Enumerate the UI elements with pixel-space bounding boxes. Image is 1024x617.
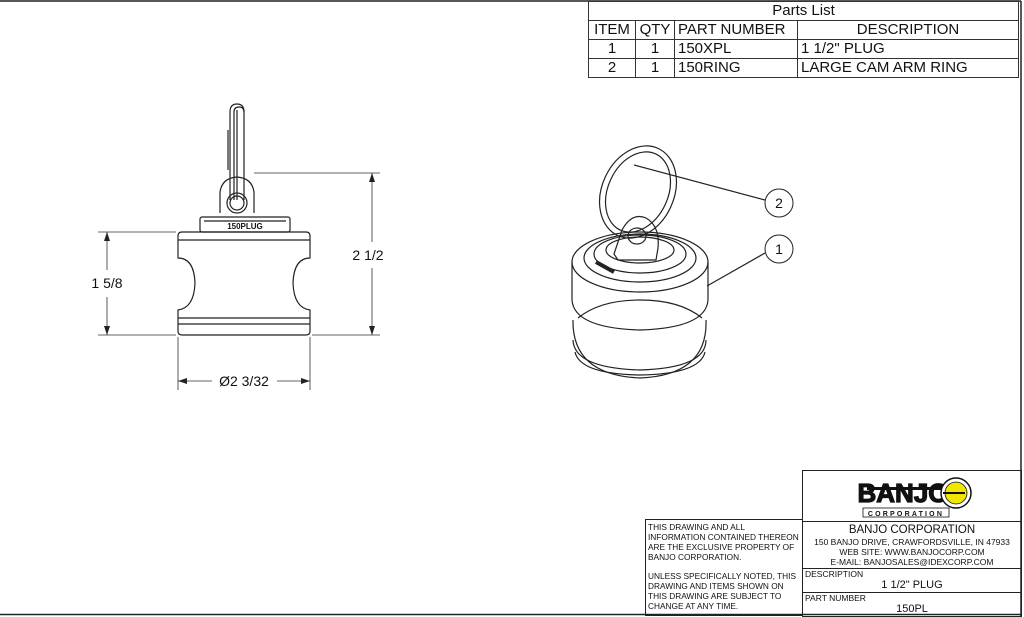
balloon-2 <box>764 188 794 218</box>
ring-iso <box>598 145 678 239</box>
header-description: DESCRIPTION <box>797 20 1019 40</box>
header-qty: QTY <box>635 20 675 40</box>
notice-property: THIS DRAWING AND ALL INFORMATION CONTAIN… <box>648 522 799 562</box>
banjo-logo: BANJO CORPORATION <box>803 471 1021 522</box>
cell-description: LARGE CAM ARM RING <box>797 58 1019 78</box>
cell-item: 2 <box>588 58 636 78</box>
part-number-value: 150PL <box>896 603 928 615</box>
company-email: E-MAIL: BANJOSALES@IDEXCORP.COM <box>830 557 994 567</box>
proprietary-notice: THIS DRAWING AND ALL INFORMATION CONTAIN… <box>645 519 803 616</box>
cell-qty: 1 <box>635 58 675 78</box>
balloon-2-label: 2 <box>775 195 783 211</box>
isometric-view <box>571 145 766 379</box>
company-website: WEB SITE: WWW.BANJOCORP.COM <box>839 547 985 557</box>
notice-change: UNLESS SPECIFICALLY NOTED, THIS DRAWING … <box>648 571 797 611</box>
cell-qty: 1 <box>635 39 675 59</box>
part-number-field: PART NUMBER 150PL <box>803 593 1021 616</box>
lug <box>219 176 255 213</box>
company-address: 150 BANJO DRIVE, CRAWFORDSVILLE, IN 4793… <box>814 537 1010 547</box>
parts-list-table: Parts List ITEM QTY PART NUMBER DESCRIPT… <box>588 1 1019 78</box>
dim-body-height: 1 5/8 <box>91 275 122 291</box>
plug-body <box>177 231 311 336</box>
dim-total-height: 2 1/2 <box>352 247 383 263</box>
header-item: ITEM <box>588 20 636 40</box>
title-block: BANJO CORPORATION BANJO CORPORATION 150 … <box>802 470 1022 617</box>
table-row: 2 1 150RING LARGE CAM ARM RING <box>588 58 1019 78</box>
cell-description: 1 1/2" PLUG <box>797 39 1019 59</box>
parts-list-title: Parts List <box>588 1 1019 21</box>
dimension-lines <box>98 172 380 390</box>
engraving-text: 150PLUG <box>227 222 263 231</box>
balloon-1-label: 1 <box>775 241 783 257</box>
cell-part-number: 150XPL <box>674 39 798 59</box>
description-value: 1 1/2" PLUG <box>881 579 943 591</box>
parts-list-header: ITEM QTY PART NUMBER DESCRIPTION <box>588 20 1019 40</box>
ring-side-view <box>227 103 245 200</box>
description-label: DESCRIPTION <box>805 569 864 579</box>
company-info: BANJO CORPORATION 150 BANJO DRIVE, CRAWF… <box>803 522 1021 569</box>
logo-subtext: CORPORATION <box>868 511 944 518</box>
cell-item: 1 <box>588 39 636 59</box>
logo-wordmark: BANJO <box>857 478 948 508</box>
description-field: DESCRIPTION 1 1/2" PLUG <box>803 569 1021 593</box>
front-view <box>177 103 311 336</box>
dim-diameter: Ø2 3/32 <box>219 373 269 389</box>
table-row: 1 1 150XPL 1 1/2" PLUG <box>588 39 1019 59</box>
company-name: BANJO CORPORATION <box>848 524 976 536</box>
balloon-1 <box>764 234 794 264</box>
header-part-number: PART NUMBER <box>674 20 798 40</box>
part-number-label: PART NUMBER <box>805 593 866 603</box>
cell-part-number: 150RING <box>674 58 798 78</box>
